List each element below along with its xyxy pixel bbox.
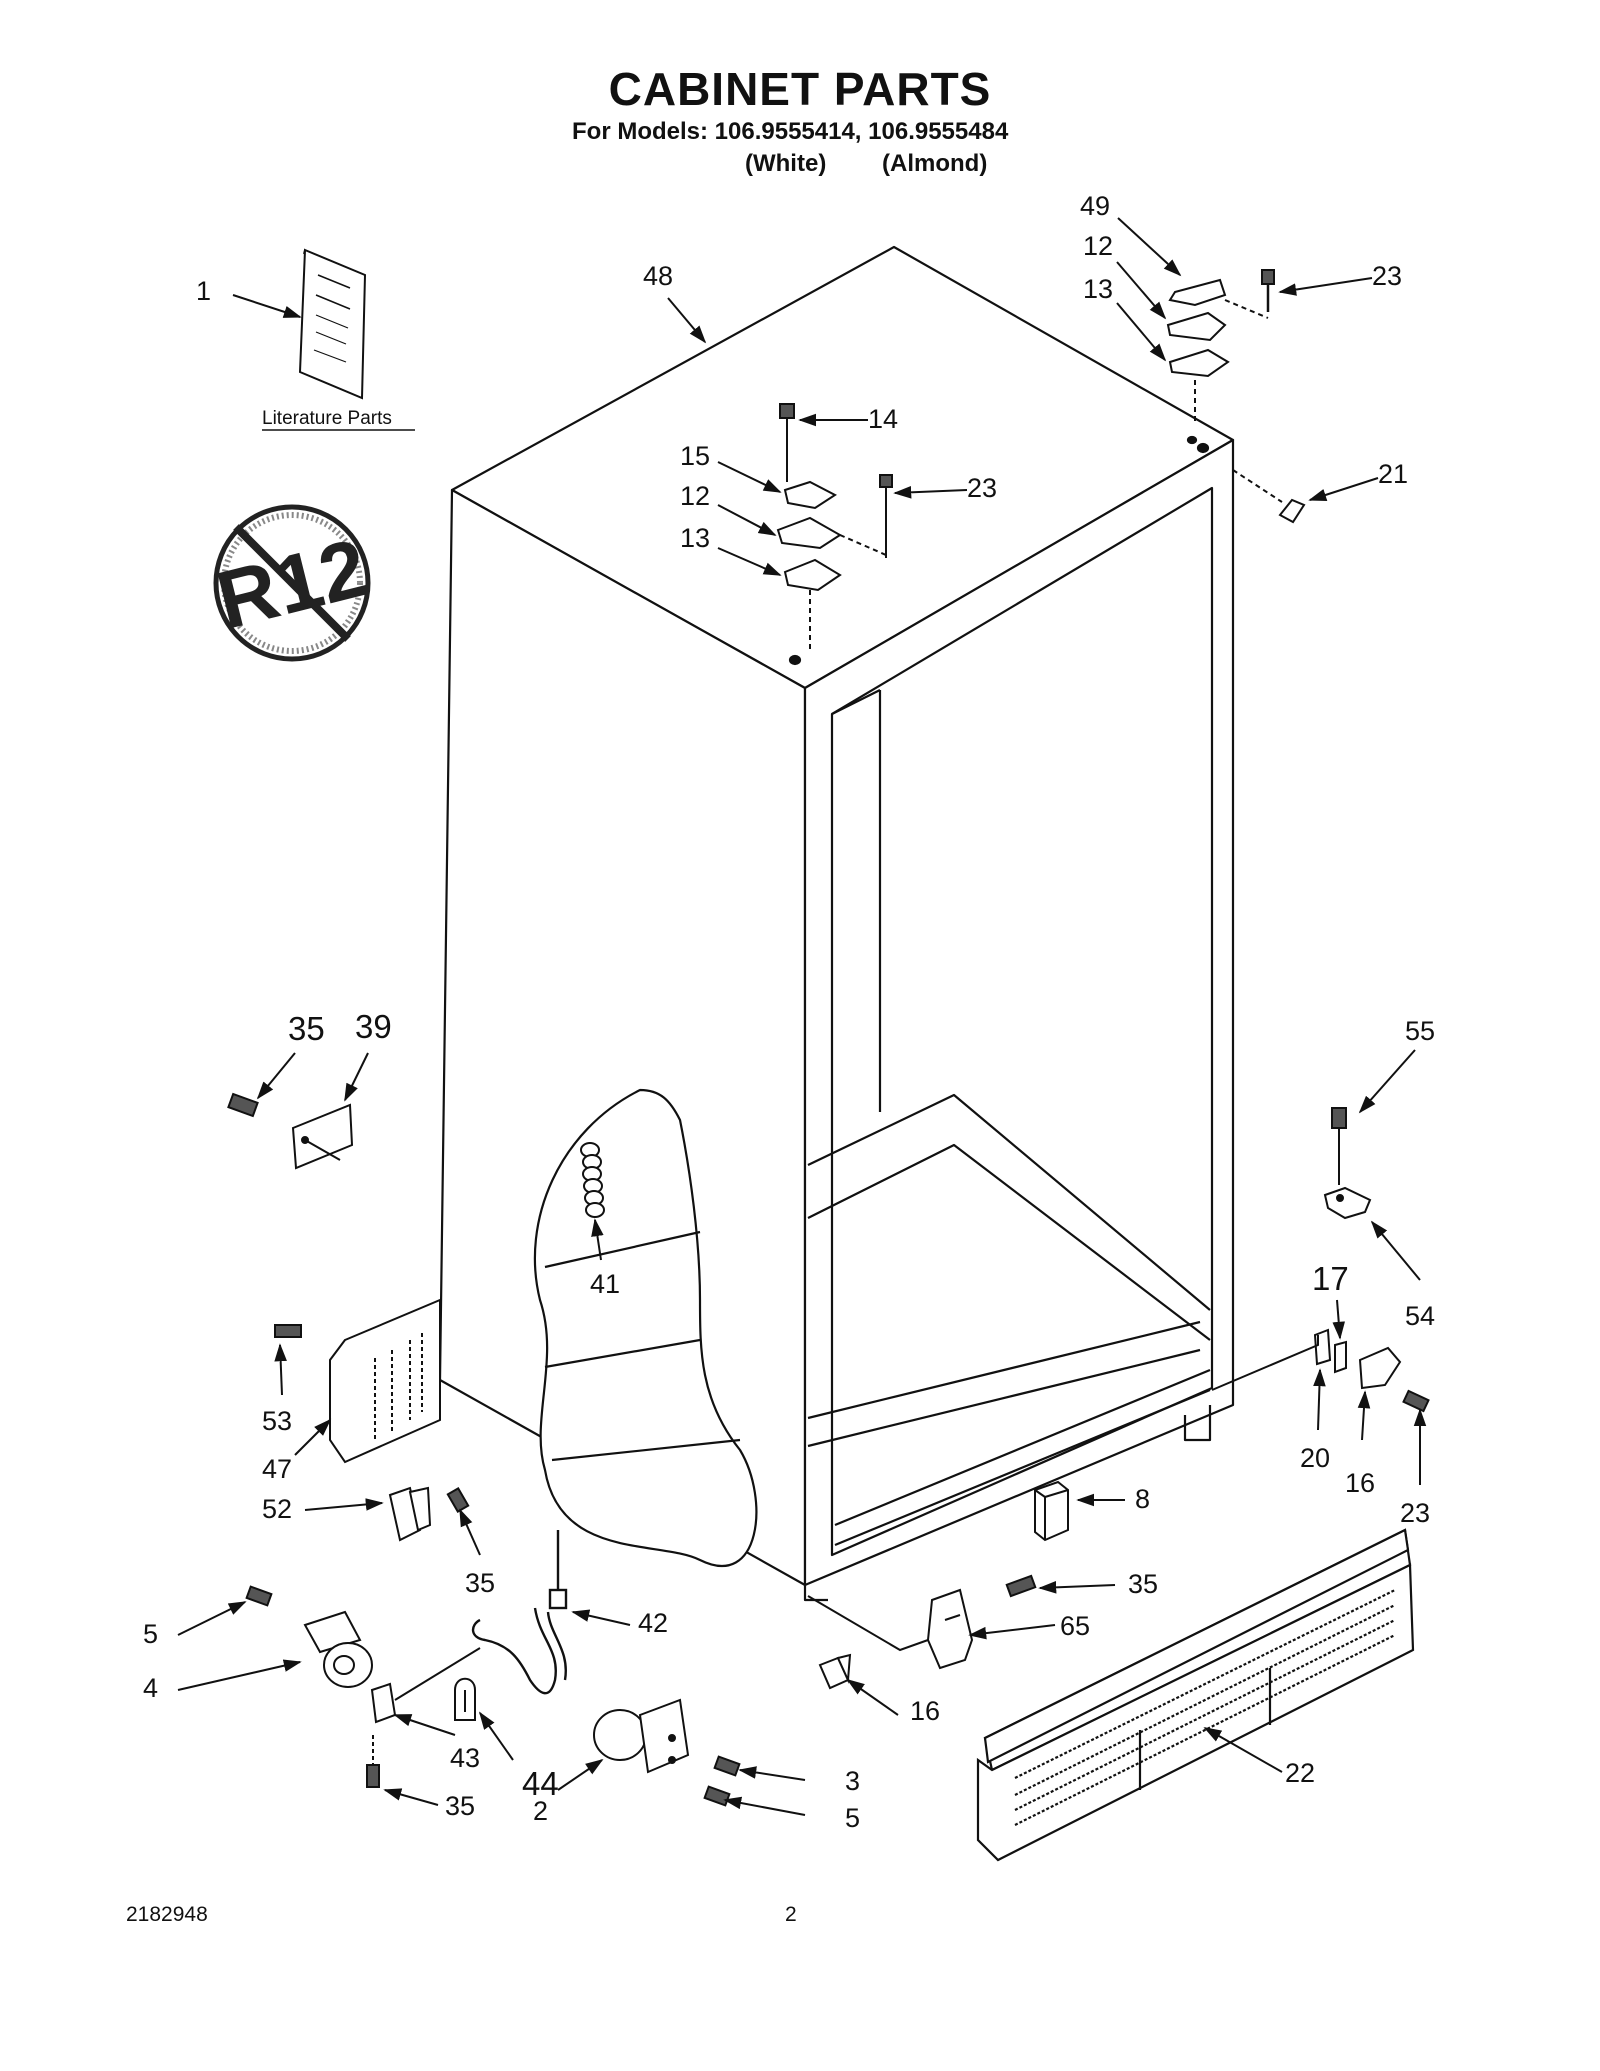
callout-41: 41 xyxy=(590,1269,620,1299)
callout-12-top-right: 12 xyxy=(1083,231,1113,261)
callout-21: 21 xyxy=(1378,459,1408,489)
callout-23-center: 23 xyxy=(967,473,997,503)
callout-52: 52 xyxy=(262,1494,292,1524)
front-roller-center xyxy=(593,1698,741,1807)
no-r12-badge: R12 xyxy=(208,504,376,662)
callout-14: 14 xyxy=(868,404,898,434)
door-stop-pin xyxy=(1232,469,1306,524)
callout-5-left: 5 xyxy=(143,1619,158,1649)
literature-parts-label: Literature Parts xyxy=(262,408,392,429)
cap-44 xyxy=(454,1677,476,1721)
model-numbers: For Models: 106.9555414, 106.9555484 xyxy=(572,118,1009,145)
callout-44: 44 xyxy=(522,1765,559,1802)
callout-22: 22 xyxy=(1285,1758,1315,1788)
callout-labels: 1 48 49 12 13 23 14 15 12 13 23 21 35 39… xyxy=(143,191,1435,1833)
callout-48: 48 xyxy=(643,261,673,291)
callout-35-center-right: 35 xyxy=(1128,1569,1158,1599)
bracket-16-center xyxy=(818,1653,852,1690)
document-number: 2182948 xyxy=(126,1903,208,1926)
callout-49: 49 xyxy=(1080,191,1110,221)
callout-4: 4 xyxy=(143,1673,158,1703)
part-65-bracket xyxy=(807,1574,1037,1670)
clip-52 xyxy=(388,1486,470,1542)
right-hinge-parts xyxy=(1211,1328,1430,1413)
water-tube-42 xyxy=(471,1530,568,1695)
callout-13-center: 13 xyxy=(680,523,710,553)
callout-47: 47 xyxy=(262,1454,292,1484)
callout-23-top-right: 23 xyxy=(1372,261,1402,291)
callout-20: 20 xyxy=(1300,1443,1330,1473)
refrigerator-cabinet xyxy=(438,245,1235,1602)
callout-1: 1 xyxy=(196,276,211,306)
callout-17: 17 xyxy=(1312,1260,1349,1297)
upper-right-hinge-assembly xyxy=(1166,269,1275,425)
leader-arrows xyxy=(177,217,1427,1816)
literature-booklet-icon xyxy=(262,248,415,431)
callout-12-center: 12 xyxy=(680,481,710,511)
callout-35-left: 35 xyxy=(288,1010,325,1047)
callout-35-center-left: 35 xyxy=(465,1568,495,1598)
color-variant-white: (White) xyxy=(745,150,827,177)
front-roller-left xyxy=(245,1585,481,1788)
callout-39: 39 xyxy=(355,1008,392,1045)
callout-54: 54 xyxy=(1405,1301,1435,1331)
callout-5-center: 5 xyxy=(845,1803,860,1833)
callout-2: 2 xyxy=(533,1796,548,1826)
page-number: 2 xyxy=(785,1903,797,1926)
callout-8: 8 xyxy=(1135,1484,1150,1514)
callout-3: 3 xyxy=(845,1766,860,1796)
callout-15: 15 xyxy=(680,441,710,471)
callout-42: 42 xyxy=(638,1608,668,1638)
callout-16-right: 16 xyxy=(1345,1468,1375,1498)
rear-access-panel-47 xyxy=(274,1298,441,1464)
page-title: CABINET PARTS xyxy=(608,63,992,115)
callout-35-bottom: 35 xyxy=(445,1791,475,1821)
callout-65: 65 xyxy=(1060,1611,1090,1641)
callout-43: 43 xyxy=(450,1743,480,1773)
right-bracket-54 xyxy=(1323,1107,1372,1220)
callout-53: 53 xyxy=(262,1406,292,1436)
part-8-block xyxy=(1034,1480,1069,1542)
drain-coil-41 xyxy=(580,1142,605,1218)
callout-13-top-right: 13 xyxy=(1083,274,1113,304)
toe-grille-22 xyxy=(976,1528,1415,1862)
callout-23-right: 23 xyxy=(1400,1498,1430,1528)
upper-center-hinge-assembly xyxy=(776,403,893,650)
callout-55: 55 xyxy=(1405,1016,1435,1046)
left-bracket-39 xyxy=(227,1092,354,1170)
color-variant-almond: (Almond) xyxy=(882,150,988,177)
callout-16-center: 16 xyxy=(910,1696,940,1726)
